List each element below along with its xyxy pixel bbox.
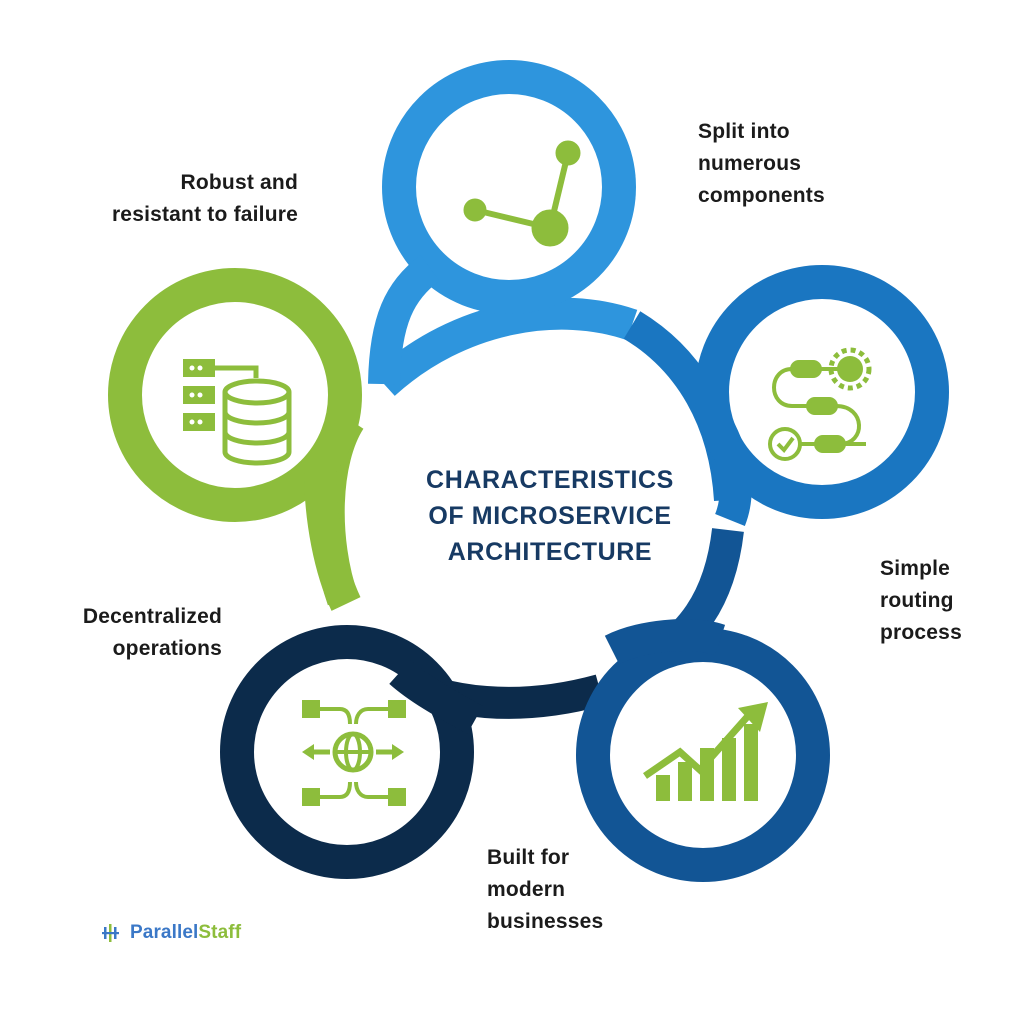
server-database-icon (183, 359, 292, 466)
label-robust-line2: resistant to failure (111, 203, 298, 226)
brand-name-part2: Staff (198, 922, 242, 943)
tail-decentral (389, 659, 483, 734)
tail-modern (604, 619, 726, 665)
label-routing-line2: routing (880, 589, 954, 612)
label-decentral: Decentralized operations (20, 601, 222, 665)
network-nodes-icon (463, 140, 581, 247)
brand-name: ParallelStaff (130, 922, 241, 944)
label-routing-line3: process (880, 621, 962, 644)
center-title-line1: CHARACTERISTICS (426, 466, 674, 494)
label-decentral-line1: Decentralized (82, 605, 222, 628)
label-modern-line2: modern (487, 878, 566, 901)
label-split-line1: Split into (698, 120, 790, 143)
label-routing: Simple routing process (880, 553, 962, 649)
tail-split (368, 255, 440, 385)
brand-mark-icon (102, 924, 119, 942)
label-modern: Built for modern businesses (487, 842, 603, 938)
workflow-gear-icon (768, 347, 872, 461)
label-split-line3: components (698, 184, 825, 207)
label-split-line2: numerous (698, 152, 802, 175)
label-routing-line1: Simple (880, 557, 951, 580)
center-title: CHARACTERISTICS OF MICROSERVICE ARCHITEC… (360, 462, 740, 570)
brand-name-part1: Parallel (130, 922, 199, 943)
globe-arrows-icon (302, 700, 406, 806)
ring-arc-blue (373, 297, 638, 396)
center-title-line2: OF MICROSERVICE (428, 502, 672, 530)
circle-routing (695, 265, 949, 519)
label-modern-line1: Built for (487, 846, 570, 869)
label-robust: Robust and resistant to failure (30, 167, 298, 231)
label-split: Split into numerous components (698, 116, 825, 212)
label-decentral-line2: operations (112, 637, 222, 660)
label-modern-line3: businesses (487, 910, 604, 933)
tail-robust (304, 469, 361, 611)
growth-chart-icon (643, 702, 768, 801)
brand-logo: ParallelStaff (102, 918, 241, 948)
tail-routing (705, 422, 752, 526)
center-title-line3: ARCHITECTURE (447, 538, 653, 566)
label-robust-line1: Robust and (180, 171, 298, 194)
circle-split (382, 60, 636, 314)
